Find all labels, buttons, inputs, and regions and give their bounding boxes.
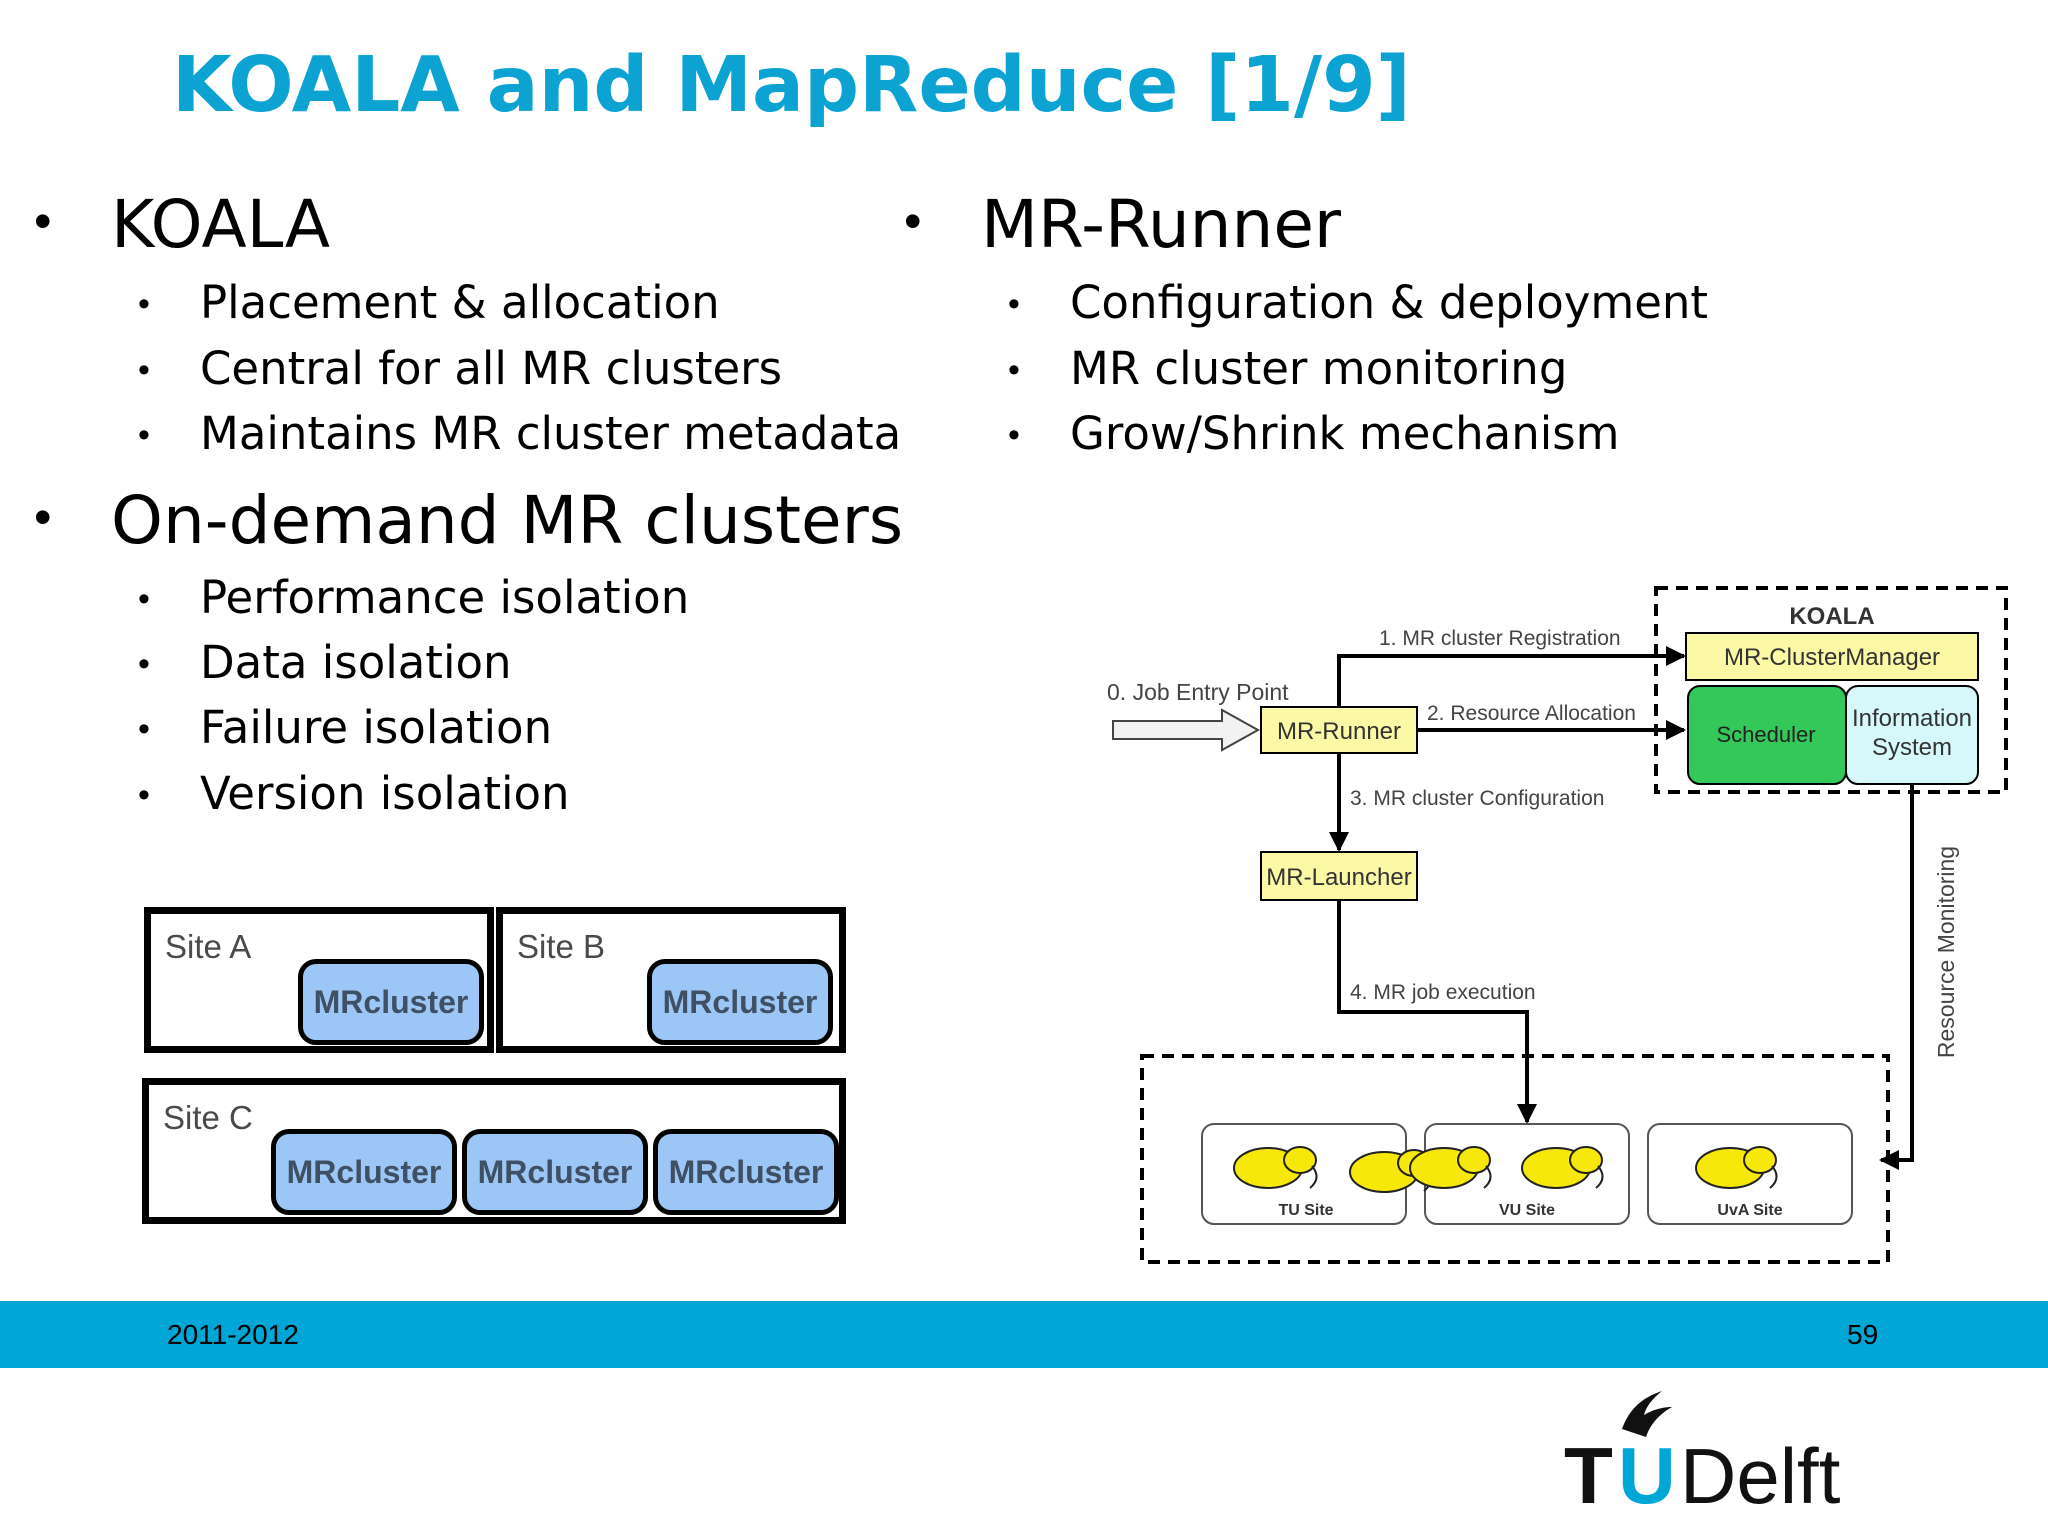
scheduler-label: Scheduler bbox=[1716, 722, 1815, 747]
resource-monitoring-arrow bbox=[1879, 784, 1914, 1170]
sub-bullet-item: Data isolation bbox=[200, 636, 512, 689]
bullet-mr-runner: MR-Runner bbox=[981, 186, 1342, 263]
step1-label: 1. MR cluster Registration bbox=[1379, 627, 1621, 650]
sub-bullet-item: Placement & allocation bbox=[200, 276, 720, 329]
sub-bullet-dot: • bbox=[138, 580, 150, 618]
site-c-label: Site C bbox=[163, 1099, 253, 1136]
sub-bullet-dot: • bbox=[1008, 285, 1020, 323]
footer-year: 2011-2012 bbox=[167, 1319, 299, 1350]
step2-label: 2. Resource Allocation bbox=[1427, 702, 1636, 725]
hadoop-elephant-icon bbox=[1409, 1146, 1492, 1189]
hadoop-elephant-icon bbox=[1521, 1146, 1604, 1189]
job-execution-arrow bbox=[1337, 900, 1537, 1124]
sub-bullet-dot: • bbox=[138, 416, 150, 454]
uva-site-label: UvA Site bbox=[1717, 1202, 1782, 1219]
sub-bullet-item: Grow/Shrink mechanism bbox=[1070, 407, 1620, 460]
bullet-dot: • bbox=[904, 193, 922, 249]
koala-container-label: KOALA bbox=[1789, 603, 1874, 630]
mr-launcher-box bbox=[1260, 851, 1418, 901]
footer-bar bbox=[0, 1301, 2048, 1368]
sub-bullet-dot: • bbox=[1008, 416, 1020, 454]
slide-title: KOALA and MapReduce [1/9] bbox=[172, 41, 1411, 130]
mr-cluster: MRcluster bbox=[298, 959, 484, 1045]
tu-site-label: TU Site bbox=[1278, 1202, 1333, 1219]
sub-bullet-item: Failure isolation bbox=[200, 701, 553, 754]
mr-runner-label: MR-Runner bbox=[1277, 718, 1401, 745]
bullet-dot: • bbox=[34, 489, 52, 545]
sub-bullet-item: Maintains MR cluster metadata bbox=[200, 407, 902, 460]
mr-cluster-manager-label: MR-ClusterManager bbox=[1724, 644, 1940, 671]
site-a-box: Site A MRcluster bbox=[144, 907, 494, 1053]
step0-label: 0. Job Entry Point bbox=[1107, 679, 1289, 705]
step4-label: 4. MR job execution bbox=[1350, 981, 1536, 1004]
bullet-ondemand: On-demand MR clusters bbox=[111, 482, 904, 559]
mr-cluster: MRcluster bbox=[647, 959, 833, 1045]
mr-cluster: MRcluster bbox=[271, 1129, 457, 1215]
sub-bullet-item: MR cluster monitoring bbox=[1070, 342, 1568, 395]
logo-letter-u: U bbox=[1618, 1431, 1676, 1515]
sites-container bbox=[1140, 1054, 1890, 1264]
tu-delft-logo: T U Delft bbox=[1564, 1391, 1841, 1515]
information-system-label-1: Information bbox=[1852, 705, 1972, 732]
sub-bullet-dot: • bbox=[138, 351, 150, 389]
page-number: 59 bbox=[1847, 1319, 1879, 1350]
sub-bullet-dot: • bbox=[138, 710, 150, 748]
sub-bullet-item: Version isolation bbox=[200, 767, 570, 820]
logo-text-delft: Delft bbox=[1680, 1432, 1841, 1515]
bullet-dot: • bbox=[34, 193, 52, 249]
resource-monitoring-label: Resource Monitoring bbox=[1933, 846, 1959, 1058]
vu-site-label: VU Site bbox=[1499, 1202, 1555, 1219]
step3-label: 3. MR cluster Configuration bbox=[1350, 787, 1604, 810]
hadoop-elephant-icon bbox=[1695, 1146, 1778, 1189]
bullet-koala: KOALA bbox=[111, 186, 331, 263]
information-system-label-2: System bbox=[1872, 734, 1952, 761]
site-a-label: Site A bbox=[165, 928, 252, 965]
sub-bullet-item: Performance isolation bbox=[200, 571, 690, 624]
mr-runner-box bbox=[1260, 706, 1418, 754]
registration-arrow bbox=[1337, 646, 1686, 707]
mr-cluster: MRcluster bbox=[653, 1129, 839, 1215]
logo-letter-t: T bbox=[1564, 1431, 1613, 1515]
sub-bullet-dot: • bbox=[138, 285, 150, 323]
job-entry-arrow bbox=[1112, 708, 1261, 752]
koala-container bbox=[1654, 586, 2008, 794]
site-b-box: Site B MRcluster bbox=[496, 907, 846, 1053]
sub-bullet-item: Configuration & deployment bbox=[1070, 276, 1709, 329]
mr-cluster-manager-box bbox=[1685, 632, 1979, 681]
site-b-label: Site B bbox=[517, 928, 606, 965]
hadoop-elephant-icon bbox=[1233, 1146, 1318, 1189]
sub-bullet-dot: • bbox=[138, 645, 150, 683]
site-c-box: Site C MRcluster MRcluster MRcluster bbox=[142, 1078, 846, 1224]
mr-launcher-label: MR-Launcher bbox=[1266, 864, 1411, 891]
flame-icon bbox=[1622, 1391, 1672, 1437]
sub-bullet-item: Central for all MR clusters bbox=[200, 342, 783, 395]
sub-bullet-dot: • bbox=[138, 776, 150, 814]
sub-bullet-dot: • bbox=[1008, 351, 1020, 389]
mr-cluster: MRcluster bbox=[462, 1129, 648, 1215]
